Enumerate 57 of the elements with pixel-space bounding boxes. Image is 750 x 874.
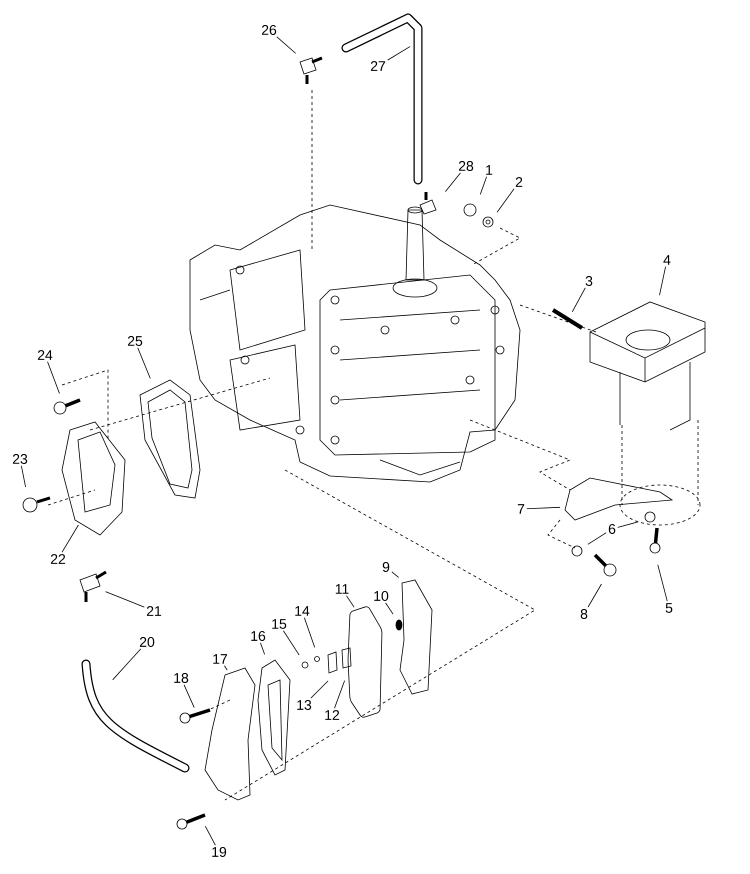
leader-line: [310, 680, 328, 699]
leader-line: [304, 617, 316, 648]
leader-line: [588, 532, 607, 545]
callout-number: 20: [140, 637, 154, 647]
leader-line: [334, 680, 345, 709]
callout-number: 7: [518, 504, 524, 514]
leader-line: [276, 36, 296, 54]
callout-number: 16: [251, 631, 266, 641]
leader-line: [496, 188, 514, 213]
leader-line: [20, 465, 26, 488]
leader-line: [445, 172, 461, 192]
callout-number: 4: [663, 255, 670, 265]
callout-number: 2: [516, 177, 522, 187]
callout-number: 24: [38, 350, 52, 360]
callout-number: 23: [12, 454, 28, 464]
callout-number: 28: [458, 161, 474, 171]
callout-number: 3: [586, 276, 592, 286]
callout-number: 6: [608, 524, 616, 534]
leader-line: [391, 571, 399, 578]
callout-number: 25: [128, 336, 142, 346]
leader-line: [617, 521, 639, 528]
callout-number: 21: [146, 606, 162, 616]
leader-line: [526, 506, 560, 510]
callout-number: 15: [272, 619, 286, 629]
callout-number: 14: [295, 606, 310, 616]
leader-line: [657, 564, 668, 602]
callout-number: 27: [370, 61, 386, 71]
callout-number: 19: [212, 847, 226, 857]
leader-line: [346, 595, 354, 608]
callout-number: 22: [50, 554, 66, 564]
callout-number: 11: [336, 584, 349, 594]
leader-line: [385, 602, 394, 615]
callout-number: 17: [213, 654, 228, 664]
leader-line: [137, 347, 151, 379]
callout-number: 5: [666, 603, 672, 613]
leader-line: [204, 826, 216, 846]
leader-line: [572, 287, 586, 312]
leader-line: [112, 648, 142, 680]
leader-line: [480, 176, 487, 195]
callout-number: 13: [297, 700, 312, 710]
callout-number: 26: [262, 25, 276, 35]
leader-line: [659, 266, 666, 296]
leader-line: [260, 642, 265, 655]
leader-line: [283, 630, 300, 656]
leader-line: [105, 591, 145, 608]
callout-number: 12: [325, 710, 340, 720]
callout-number: 18: [174, 673, 188, 683]
callout-number: 1: [486, 165, 492, 175]
leader-line: [387, 46, 410, 61]
leader-line: [47, 361, 60, 394]
leader-line: [184, 684, 195, 708]
leader-line: [588, 584, 602, 608]
callout-number: 8: [580, 609, 588, 619]
callout-number: 10: [374, 591, 388, 601]
callout-number: 9: [382, 562, 390, 572]
leader-line: [224, 665, 228, 670]
leader-line: [62, 524, 79, 553]
